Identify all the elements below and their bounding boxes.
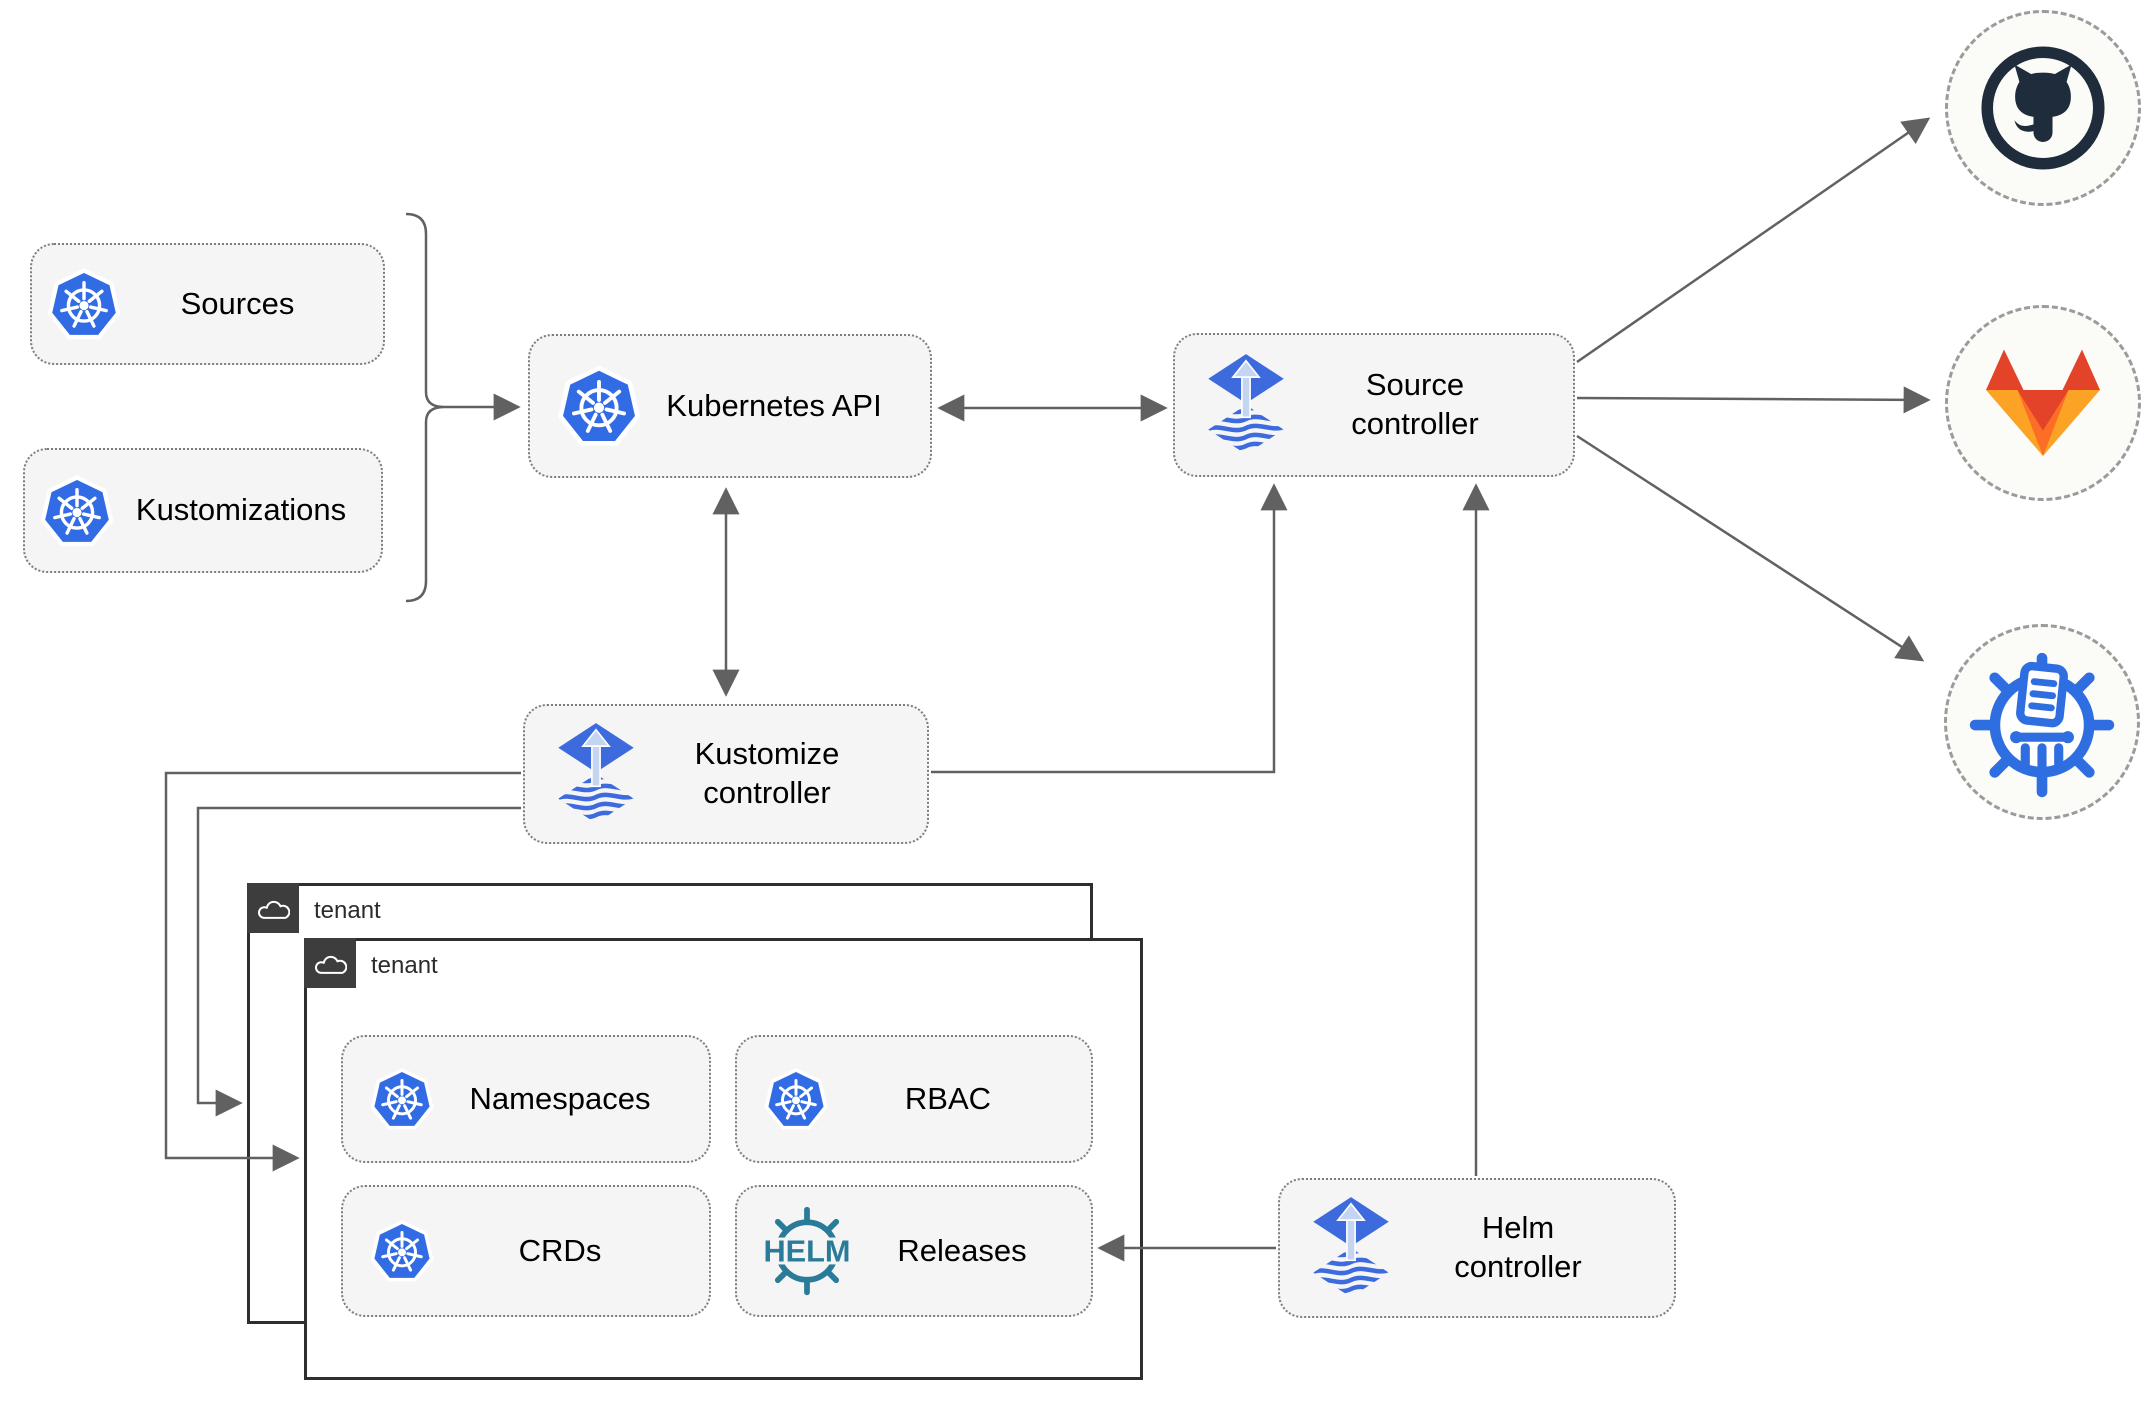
- chartmuseum-node: [1944, 624, 2140, 820]
- conn-source-controller-to-github: [1576, 117, 1931, 364]
- kustomize-controller-box: Kustomize controller: [523, 704, 929, 844]
- kustomize-controller-line1: Kustomize: [694, 736, 840, 772]
- source-controller-box: Source controller: [1173, 333, 1575, 477]
- conn-source-controller-to-gitlab: [1576, 386, 1931, 414]
- flux-icon: [1310, 1197, 1392, 1299]
- kustomizations-label: Kustomizations: [135, 492, 347, 528]
- helm-controller-line2: controller: [1454, 1249, 1582, 1284]
- source-controller-line2: controller: [1351, 406, 1479, 441]
- kustomize-controller-line2: controller: [703, 775, 831, 810]
- kubernetes-icon: [39, 473, 115, 549]
- source-controller-label: Source controller: [1287, 366, 1543, 444]
- gitlab-node: [1945, 305, 2141, 501]
- rbac-label: RBAC: [904, 1080, 992, 1116]
- github-icon: [1975, 40, 2111, 176]
- kubernetes-api-label: Kubernetes API: [666, 387, 882, 423]
- namespaces-box: Namespaces: [341, 1035, 711, 1163]
- sources-label: Sources: [180, 285, 295, 321]
- kubernetes-api-box: Kubernetes API: [528, 334, 932, 478]
- conn-kustomize-controller-to-source-controller: [931, 483, 1288, 774]
- cloud-badge: [304, 938, 356, 988]
- gitlab-icon: [1986, 349, 2100, 456]
- cloud-icon: [314, 955, 347, 974]
- cloud-icon: [257, 900, 290, 919]
- crds-label: CRDs: [518, 1232, 602, 1268]
- tenant-label: tenant: [371, 952, 438, 979]
- namespaces-label: Namespaces: [469, 1080, 651, 1116]
- helm-logo-text: HELM: [763, 1234, 850, 1269]
- github-node: [1945, 10, 2141, 206]
- kubernetes-icon: [763, 1066, 829, 1132]
- tenant-group-front: tenant Namespaces RBAC CRDs: [304, 938, 1143, 1380]
- flux-icon: [1205, 354, 1287, 456]
- tenant-label: tenant: [314, 897, 381, 924]
- kubernetes-icon: [369, 1066, 435, 1132]
- bracket-sources-group: [405, 212, 445, 603]
- helm-icon: HELM: [757, 1203, 857, 1299]
- kustomizations-box: Kustomizations: [23, 448, 383, 573]
- releases-label: Releases: [897, 1232, 1027, 1268]
- chartmuseum-icon: [1966, 646, 2118, 798]
- crds-box: CRDs: [341, 1185, 711, 1317]
- cloud-badge: [247, 883, 299, 933]
- rbac-box: RBAC: [735, 1035, 1093, 1163]
- releases-box: HELM Releases: [735, 1185, 1093, 1317]
- source-controller-line1: Source: [1365, 367, 1465, 403]
- conn-source-controller-to-chartmuseum: [1576, 434, 1925, 662]
- kubernetes-icon: [369, 1218, 435, 1284]
- flux-icon: [555, 723, 637, 825]
- sources-box: Sources: [30, 243, 385, 365]
- helm-controller-box: Helm controller: [1278, 1178, 1676, 1318]
- helm-controller-line1: Helm: [1481, 1210, 1555, 1246]
- kubernetes-icon: [556, 363, 642, 449]
- kustomize-controller-label: Kustomize controller: [637, 735, 897, 813]
- helm-controller-label: Helm controller: [1392, 1209, 1644, 1287]
- kubernetes-icon: [46, 266, 122, 342]
